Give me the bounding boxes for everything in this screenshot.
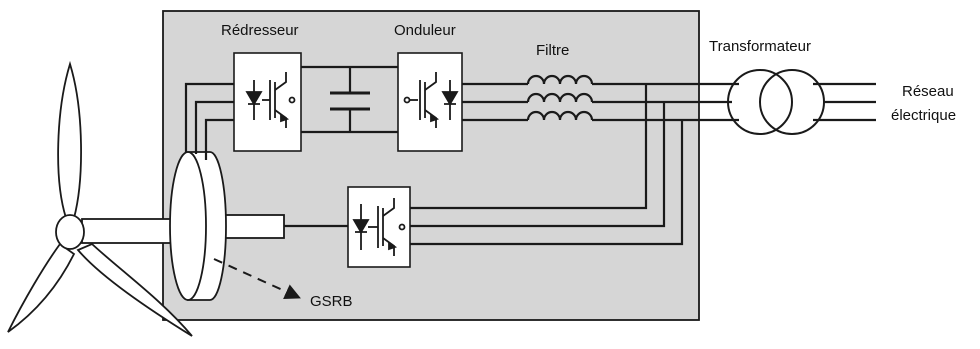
blade-top [57,60,82,219]
rotor-shaft [81,218,183,244]
ac-output-wires [462,82,739,122]
turbine-blades [7,60,193,337]
label-transformer: Transformateur [709,38,811,55]
generator-drum [169,151,227,301]
grid-wires [813,82,876,122]
blade-lower-right [76,242,193,337]
generator-to-rectifier-wires [184,82,234,160]
label-inverter: Onduleur [394,22,456,39]
turbine-hub [55,214,85,250]
label-grid-line1: Réseau [902,83,954,100]
blade-lower-left [7,242,76,333]
label-rectifier: Rédresseur [221,22,299,39]
dc-capacitor [330,91,370,111]
filter-inductors [526,74,594,121]
generator-shaft [223,214,285,239]
inverter-box [397,52,463,152]
rotor-converter-wires [284,84,684,246]
rectifier-box [233,52,302,152]
dc-bus [301,65,398,134]
label-filter: Filtre [536,42,569,59]
transformer [727,69,825,135]
rotor-converter-box [347,186,411,268]
label-generator: GSRB [310,293,353,310]
label-grid-line2: électrique [891,107,956,124]
